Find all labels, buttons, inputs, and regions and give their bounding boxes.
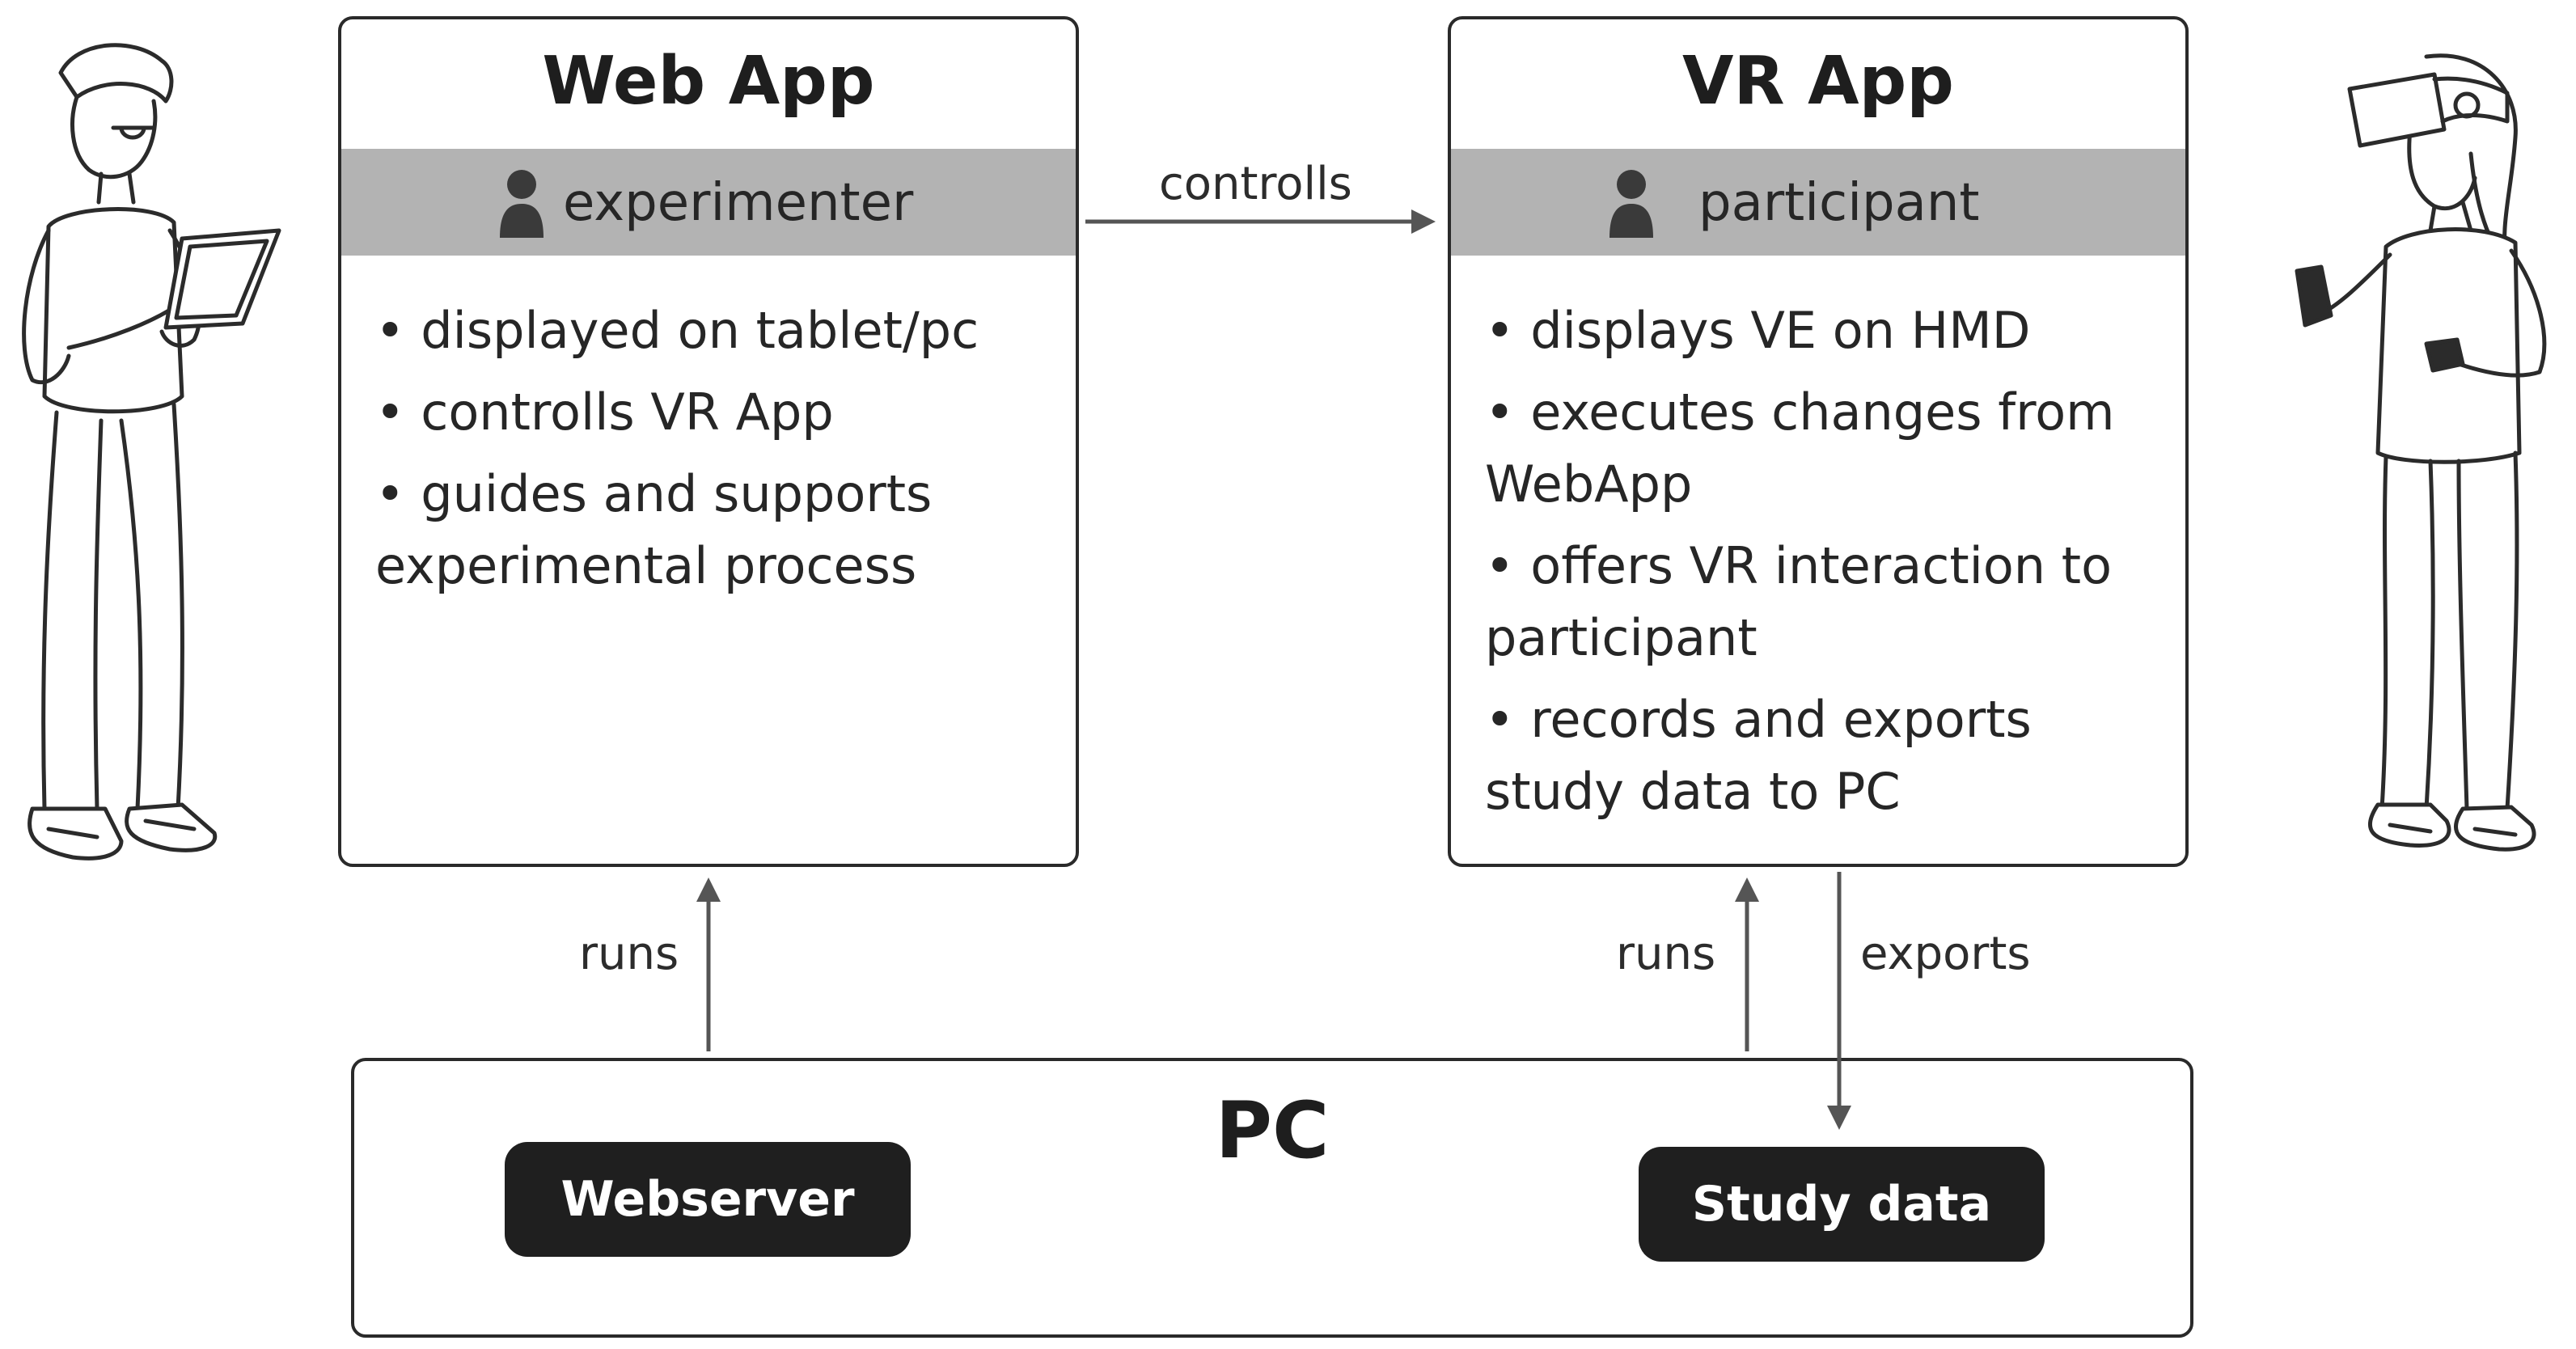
experimenter-role-band: experimenter [341, 149, 1076, 256]
pc-title: PC [1215, 1085, 1330, 1176]
pc-box: PC Webserver Study data [351, 1058, 2193, 1338]
runs-web-label: runs [579, 928, 679, 980]
controlls-label: controlls [1159, 158, 1352, 210]
runs-vr-label: runs [1616, 928, 1716, 980]
vr-app-bullet: records and exports study data to PC [1485, 683, 2161, 827]
vr-app-bullets: displays VE on HMD executes changes from… [1485, 294, 2161, 837]
vr-app-bullet: offers VR interaction to participant [1485, 530, 2161, 674]
vr-app-title: VR App [1681, 43, 1954, 120]
web-app-bullet: guides and supports experimental process [375, 458, 1051, 602]
study-data-node: Study data [1639, 1147, 2045, 1262]
participant-role-band: participant [1451, 149, 2185, 256]
vr-app-bullet: displays VE on HMD [1485, 294, 2161, 366]
vr-app-box: VR App participant displays VE on HMD ex… [1448, 16, 2189, 867]
participant-role-label: participant [1698, 173, 1980, 233]
participant-illustration [2295, 53, 2547, 852]
web-app-box: Web App experimenter displayed on tablet… [338, 16, 1079, 867]
web-app-title: Web App [542, 43, 875, 120]
web-app-bullet: displayed on tablet/pc [375, 294, 1051, 366]
experimenter-role-label: experimenter [563, 173, 914, 233]
web-app-bullet: controlls VR App [375, 376, 1051, 448]
web-app-bullets: displayed on tablet/pc controlls VR App … [375, 294, 1051, 611]
exports-label: exports [1860, 928, 2031, 980]
person-icon [500, 170, 544, 238]
webserver-node: Webserver [505, 1142, 911, 1257]
experimenter-illustration [22, 43, 281, 861]
vr-app-bullet: executes changes from WebApp [1485, 376, 2161, 520]
person-icon [1609, 170, 1653, 238]
